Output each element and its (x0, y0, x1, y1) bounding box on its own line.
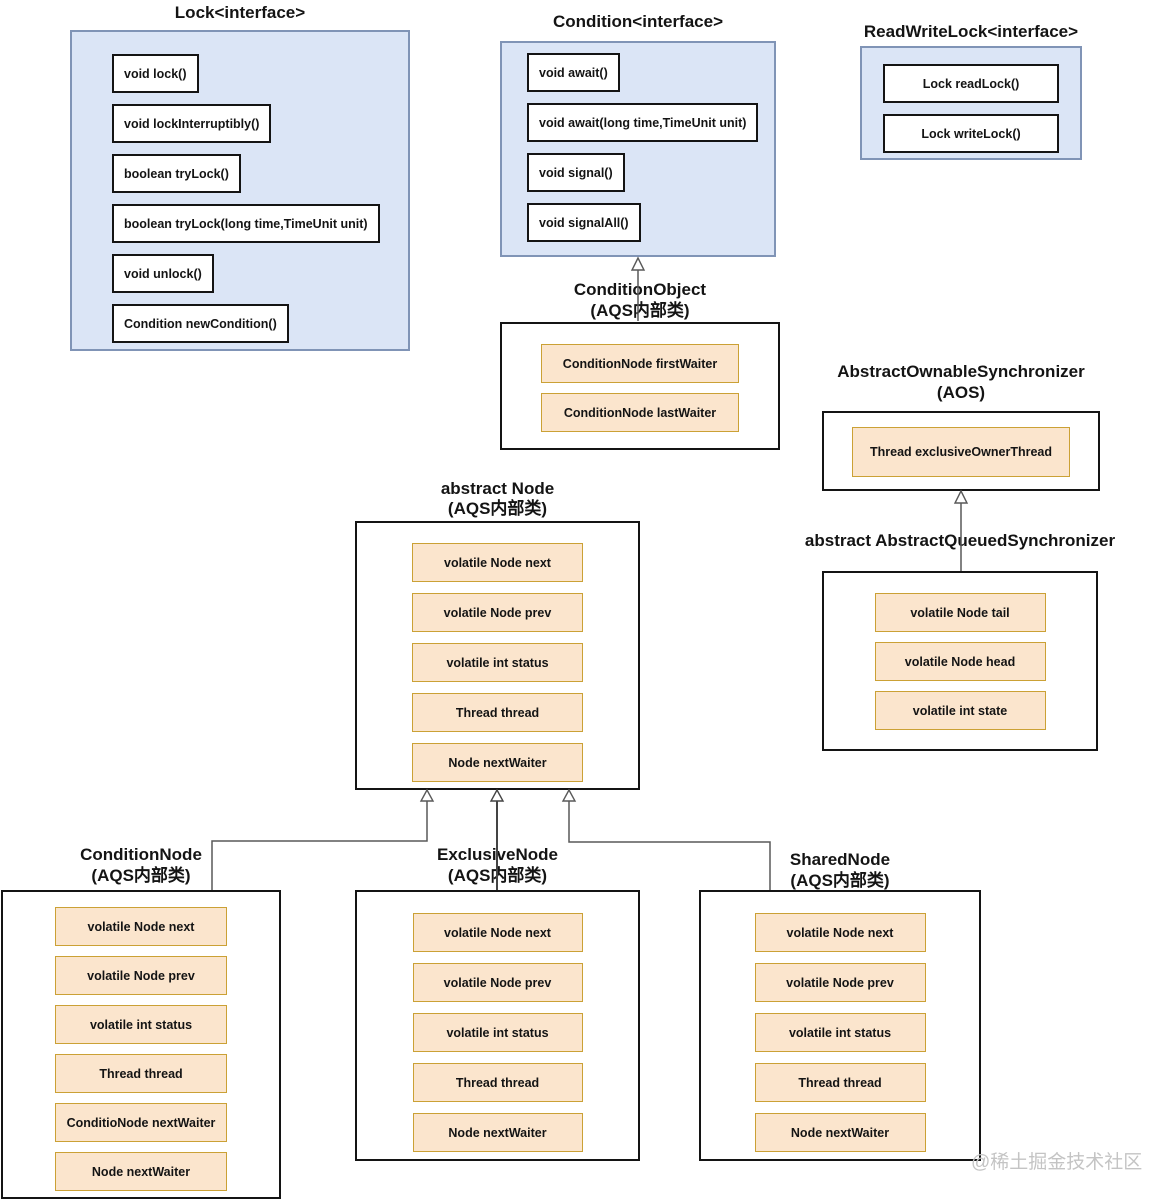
member-item: volatile Node tail (874, 593, 1046, 632)
class-subtitle-text: (AQS内部类) (447, 866, 548, 885)
class-exclusive-node-title: ExclusiveNode (AQS内部类) (355, 844, 640, 886)
class-title-text: Condition<interface> (552, 12, 724, 31)
member-item: volatile Node head (874, 642, 1046, 681)
member-item: boolean tryLock() (112, 154, 241, 193)
member-item: Thread thread (412, 1063, 583, 1102)
member-item: void signal() (527, 153, 625, 192)
watermark: @稀土掘金技术社区 (971, 1152, 1143, 1173)
member-item: ConditionNode firstWaiter (541, 344, 739, 383)
member-item: volatile Node next (412, 543, 583, 582)
class-condition-members: void await() void await(long time,TimeUni… (502, 43, 774, 255)
member-item: volatile int status (55, 1005, 227, 1044)
member-item: Condition newCondition() (112, 304, 289, 343)
class-subtitle-text: (AQS内部类) (790, 871, 890, 890)
member-item: void await() (527, 53, 620, 92)
class-title-text: ExclusiveNode (437, 845, 558, 864)
class-exclusive-node-members: volatile Node next volatile Node prev vola… (357, 892, 638, 1159)
class-title-text: abstract Node (440, 479, 555, 498)
member-item: Node nextWaiter (55, 1152, 227, 1191)
member-item: volatile int status (412, 1013, 583, 1052)
member-item: Thread exclusiveOwnerThread (852, 427, 1070, 477)
class-abstract-node-title: abstract Node (AQS内部类) (355, 479, 640, 519)
member-item: volatile Node prev (754, 963, 926, 1002)
class-shared-node-box: volatile Node next volatile Node prev vola… (699, 890, 981, 1161)
class-condition-title: Condition<interface> (500, 11, 776, 32)
member-item: ConditionNode lastWaiter (541, 393, 739, 432)
class-title-text: Lock<interface> (174, 3, 306, 22)
class-shared-node-title: SharedNode (AQS内部类) (699, 849, 981, 891)
class-aos-title: AbstractOwnableSynchronizer (AOS) (822, 361, 1100, 403)
member-item: boolean tryLock(long time,TimeUnit unit) (112, 204, 380, 243)
class-aos-box: Thread exclusiveOwnerThread (822, 411, 1100, 491)
class-aqs-box: volatile Node tail volatile Node head vola… (822, 571, 1098, 751)
member-item: volatile Node prev (412, 593, 583, 632)
class-condition-node-title: ConditionNode (AQS内部类) (1, 844, 281, 886)
class-shared-node-members: volatile Node next volatile Node prev vola… (701, 892, 979, 1159)
class-abstract-node-members: volatile Node next volatile Node prev vola… (357, 523, 638, 788)
class-lock-members: void lock() void lockInterruptibly() boole… (72, 32, 408, 349)
class-aqs-members: volatile Node tail volatile Node head vola… (824, 573, 1096, 749)
member-item: volatile Node prev (55, 956, 227, 995)
class-title-text: SharedNode (789, 850, 891, 869)
class-title-text: ConditionObject (573, 280, 707, 299)
class-readwritelock-box: Lock readLock() Lock writeLock() (860, 46, 1082, 160)
member-item: void await(long time,TimeUnit unit) (527, 103, 759, 142)
member-item: volatile Node next (412, 913, 583, 952)
member-item: Node nextWaiter (412, 743, 583, 782)
member-item: void lock() (112, 54, 199, 93)
class-aqs-title: abstract AbstractQueuedSynchronizer (780, 530, 1140, 551)
class-condition-node-members: volatile Node next volatile Node prev vola… (3, 892, 279, 1197)
class-condition-box: void await() void await(long time,TimeUni… (500, 41, 776, 257)
member-item: volatile int state (874, 691, 1046, 730)
member-item: Lock writeLock() (883, 114, 1059, 153)
member-item: Thread thread (412, 693, 583, 732)
member-item: Thread thread (754, 1063, 926, 1102)
class-title-text: abstract AbstractQueuedSynchronizer (804, 531, 1116, 550)
class-condition-object-title: ConditionObject (AQS内部类) (500, 279, 780, 321)
class-readwritelock-members: Lock readLock() Lock writeLock() (862, 48, 1080, 158)
member-item: void signalAll() (527, 203, 641, 242)
class-exclusive-node-box: volatile Node next volatile Node prev vola… (355, 890, 640, 1161)
member-item: Thread thread (55, 1054, 227, 1093)
member-item: volatile int status (412, 643, 583, 682)
class-subtitle-text: (AQS内部类) (590, 301, 690, 320)
class-title-text: ReadWriteLock<interface> (863, 22, 1079, 41)
class-subtitle-text: (AOS) (936, 383, 986, 402)
class-subtitle-text: (AQS内部类) (447, 499, 548, 518)
class-abstract-node-box: volatile Node next volatile Node prev vola… (355, 521, 640, 790)
class-aos-members: Thread exclusiveOwnerThread (824, 413, 1098, 489)
class-title-text: ConditionNode (80, 845, 202, 864)
class-title-text: AbstractOwnableSynchronizer (837, 362, 1085, 381)
member-item: Node nextWaiter (754, 1113, 926, 1152)
member-item: void lockInterruptibly() (112, 104, 272, 143)
member-item: volatile Node next (754, 913, 926, 952)
member-item: void unlock() (112, 254, 214, 293)
class-subtitle-text: (AQS内部类) (91, 866, 191, 885)
member-item: Node nextWaiter (412, 1113, 583, 1152)
member-item: volatile Node next (55, 907, 227, 946)
member-item: volatile int status (754, 1013, 926, 1052)
class-condition-node-box: volatile Node next volatile Node prev vola… (1, 890, 281, 1199)
member-item: volatile Node prev (412, 963, 583, 1002)
member-item: ConditioNode nextWaiter (55, 1103, 227, 1142)
class-lock-title: Lock<interface> (70, 2, 410, 23)
class-lock-box: void lock() void lockInterruptibly() boole… (70, 30, 410, 351)
member-item: Lock readLock() (883, 64, 1059, 103)
class-readwritelock-title: ReadWriteLock<interface> (800, 21, 1142, 42)
